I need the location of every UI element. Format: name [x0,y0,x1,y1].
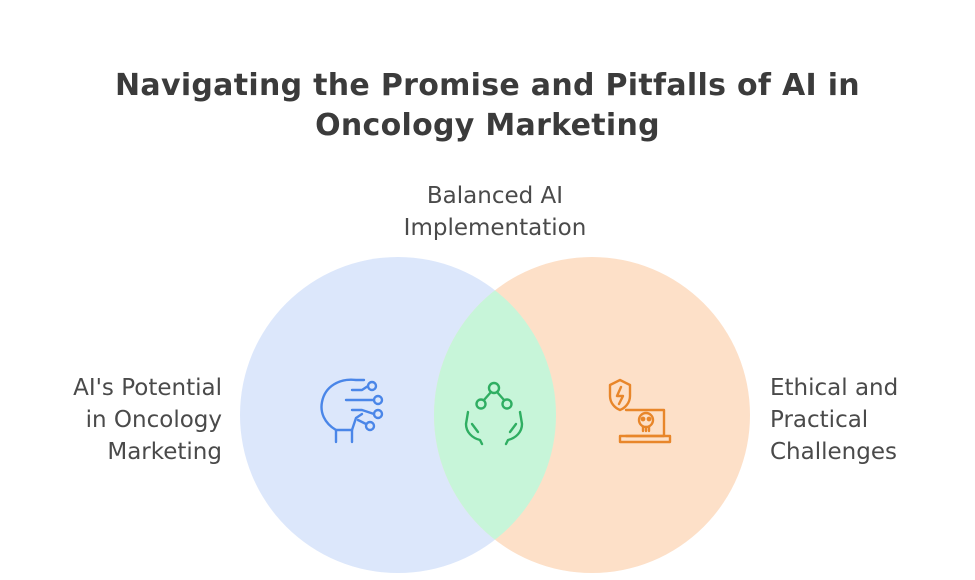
right-set-label: Ethical and Practical Challenges [770,372,970,468]
diagram-title: Navigating the Promise and Pitfalls of A… [0,66,975,146]
left-set-label-line-2: in Oncology [85,407,222,433]
left-set-label-line-3: Marketing [107,439,222,465]
intersection-label-line-1: Balanced AI [426,183,564,209]
title-line-1: Navigating the Promise and Pitfalls of A… [115,68,860,103]
laptop-shield-skull-icon [608,378,672,444]
left-set-label-line-1: AI's Potential [73,375,222,401]
ai-brain-circuit-icon [320,378,384,444]
left-set-label: AI's Potential in Oncology Marketing [20,372,222,468]
intersection-region [434,257,556,573]
right-set-label-line-1: Ethical and [770,375,899,401]
intersection-label: Balanced AI Implementation [360,180,630,244]
right-set-label-line-2: Practical [770,407,869,433]
right-set-label-line-3: Challenges [770,439,897,465]
title-line-2: Oncology Marketing [315,108,660,143]
intersection-label-line-2: Implementation [403,215,587,241]
hands-network-icon [464,381,524,446]
